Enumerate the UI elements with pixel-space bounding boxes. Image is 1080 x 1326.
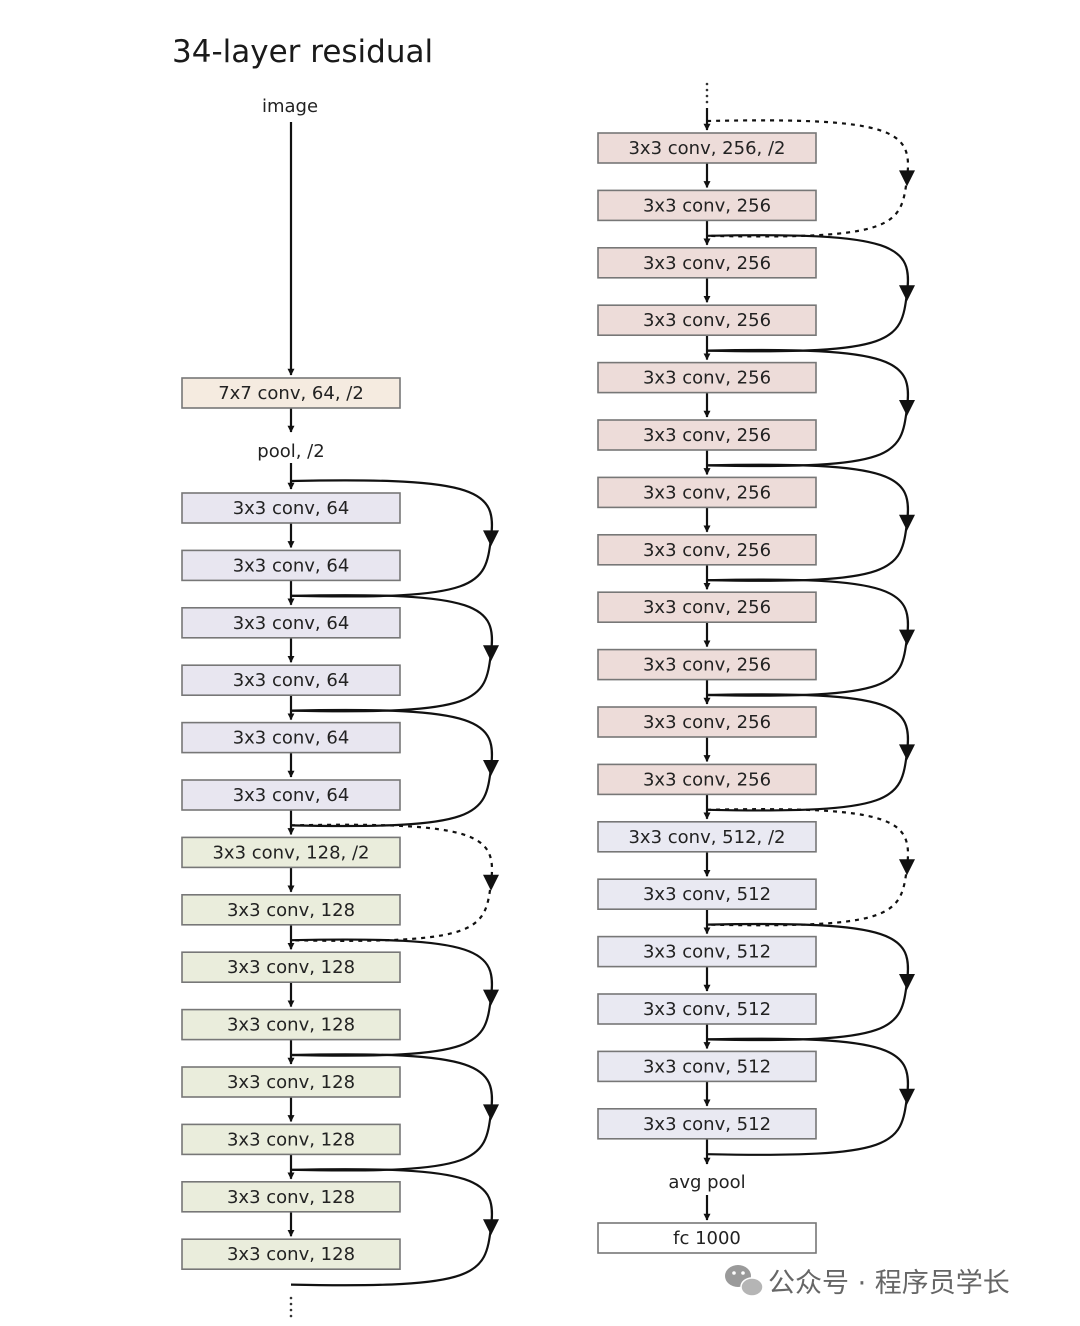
stage3-downsample-conv-box: 3x3 conv, 256, /2 <box>597 132 817 164</box>
stage1-conv-box-label: 3x3 conv, 64 <box>233 555 350 576</box>
stage1-conv-box-label: 3x3 conv, 64 <box>233 613 350 634</box>
stage2-conv-box: 3x3 conv, 128 <box>181 1008 401 1041</box>
stage1-conv-box-label: 3x3 conv, 64 <box>233 728 350 749</box>
shortcut-arrowhead <box>483 530 499 547</box>
stage2-conv-box: 3x3 conv, 128 <box>181 893 401 926</box>
stage3-conv-box: 3x3 conv, 256 <box>597 763 817 796</box>
stage3-downsample-conv-box-label: 3x3 conv, 256, /2 <box>628 138 785 159</box>
stage2-conv-box: 3x3 conv, 128 <box>181 1181 401 1213</box>
stage4-conv-box: 3x3 conv, 512 <box>597 1050 817 1083</box>
stage2-conv-box-label: 3x3 conv, 128 <box>227 900 355 921</box>
wechat-logo-icon <box>725 1265 764 1297</box>
stage1-conv-box: 3x3 conv, 64 <box>181 549 401 582</box>
stage4-downsample-conv-box: 3x3 conv, 512, /2 <box>597 820 817 853</box>
shortcut-arrowhead <box>899 859 915 876</box>
stage4-conv-box-label: 3x3 conv, 512 <box>643 942 771 963</box>
shortcut-arrowhead <box>483 760 499 776</box>
stage4-conv-box: 3x3 conv, 512 <box>597 935 817 968</box>
stage4-downsample-conv-box-label: 3x3 conv, 512, /2 <box>628 827 785 848</box>
pool-label: pool, /2 <box>257 441 324 462</box>
shortcut-arrowhead <box>899 170 915 187</box>
stage2-downsample-conv-box: 3x3 conv, 128, /2 <box>181 836 401 869</box>
stage2-conv-box-label: 3x3 conv, 128 <box>227 1187 355 1208</box>
stage3-conv-box: 3x3 conv, 256 <box>597 304 817 337</box>
stage4-conv-box-label: 3x3 conv, 512 <box>643 999 771 1020</box>
stage3-conv-box: 3x3 conv, 256 <box>597 361 817 394</box>
stage2-conv-box: 3x3 conv, 128 <box>181 1066 401 1098</box>
left-continuation-dots <box>289 1296 293 1318</box>
stage1-conv-box: 3x3 conv, 64 <box>181 492 401 524</box>
stage3-conv-box-label: 3x3 conv, 256 <box>643 195 771 216</box>
shortcut-arrowhead <box>899 744 915 761</box>
stage2-conv-box-label: 3x3 conv, 128 <box>227 1244 355 1265</box>
shortcut-arrowhead <box>483 874 499 891</box>
stage4-conv-box-label: 3x3 conv, 512 <box>643 1114 771 1135</box>
shortcut-arrowhead <box>899 1088 915 1105</box>
stage1-conv-box-label: 3x3 conv, 64 <box>233 785 350 806</box>
shortcut-arrowhead <box>899 974 915 990</box>
stage4-conv-box: 3x3 conv, 512 <box>597 1108 817 1140</box>
stage1-conv-box-label: 3x3 conv, 64 <box>233 498 350 519</box>
shortcut-arrowhead <box>483 1104 499 1121</box>
stage2-conv-box-label: 3x3 conv, 128 <box>227 1129 355 1150</box>
stage3-conv-box-label: 3x3 conv, 256 <box>643 482 771 503</box>
shortcut-arrowhead <box>899 285 915 302</box>
diagram-title: 34-layer residual <box>172 34 433 70</box>
stage3-conv-box-label: 3x3 conv, 256 <box>643 712 771 733</box>
stage3-conv-box-label: 3x3 conv, 256 <box>643 368 771 389</box>
stage3-conv-box-label: 3x3 conv, 256 <box>643 253 771 274</box>
stage1-conv-box: 3x3 conv, 64 <box>181 606 401 639</box>
watermark-text: 公众号 · 程序员学长 <box>768 1268 1010 1299</box>
stage2-conv-box: 3x3 conv, 128 <box>181 1238 401 1270</box>
shortcut-arrowhead <box>899 514 915 531</box>
stage3-conv-box-label: 3x3 conv, 256 <box>643 769 771 790</box>
stage3-conv-box-label: 3x3 conv, 256 <box>643 540 771 561</box>
stage3-conv-box: 3x3 conv, 256 <box>597 419 817 451</box>
fc-box-label: fc 1000 <box>673 1228 741 1249</box>
shortcut-arrowhead <box>899 629 915 646</box>
stage2-conv-box-label: 3x3 conv, 128 <box>227 1015 355 1036</box>
stage3-conv-box: 3x3 conv, 256 <box>597 648 817 681</box>
stem-conv-box: 7x7 conv, 64, /2 <box>181 377 401 409</box>
stage3-conv-box-label: 3x3 conv, 256 <box>643 655 771 676</box>
fc-box: fc 1000 <box>597 1222 817 1254</box>
avgpool-label: avg pool <box>668 1172 745 1193</box>
right-continuation-dots <box>705 82 709 104</box>
stage3-conv-box-label: 3x3 conv, 256 <box>643 310 771 331</box>
stage4-conv-box: 3x3 conv, 512 <box>597 878 817 911</box>
shortcut-arrowhead <box>483 1219 499 1236</box>
stage3-conv-box: 3x3 conv, 256 <box>597 591 817 624</box>
stage3-conv-box: 3x3 conv, 256 <box>597 476 817 509</box>
connections-layer <box>287 82 915 1318</box>
stage4-conv-box-label: 3x3 conv, 512 <box>643 884 771 905</box>
stage2-conv-box-label: 3x3 conv, 128 <box>227 957 355 978</box>
stage3-conv-box-label: 3x3 conv, 256 <box>643 425 771 446</box>
stage4-conv-box-label: 3x3 conv, 512 <box>643 1056 771 1077</box>
stage3-conv-box: 3x3 conv, 256 <box>597 247 817 279</box>
stage3-conv-box-label: 3x3 conv, 256 <box>643 597 771 618</box>
nodes-layer: 7x7 conv, 64, /2 pool, /2 3x3 conv, 64 3x3 … <box>181 132 817 1270</box>
stage1-conv-box-label: 3x3 conv, 64 <box>233 670 350 691</box>
shortcut-arrowhead <box>483 645 499 662</box>
stage1-conv-box: 3x3 conv, 64 <box>181 664 401 697</box>
stage4-conv-box: 3x3 conv, 512 <box>597 993 817 1025</box>
shortcut-arrowhead <box>483 989 499 1006</box>
stage1-conv-box: 3x3 conv, 64 <box>181 779 401 811</box>
stage2-downsample-conv-box-label: 3x3 conv, 128, /2 <box>212 842 369 863</box>
stem-conv-box-label: 7x7 conv, 64, /2 <box>218 383 364 404</box>
stage3-conv-box: 3x3 conv, 256 <box>597 706 817 738</box>
stage2-conv-box: 3x3 conv, 128 <box>181 1123 401 1156</box>
stage1-conv-box: 3x3 conv, 64 <box>181 721 401 754</box>
input-label: image <box>262 96 318 117</box>
stage2-conv-box: 3x3 conv, 128 <box>181 951 401 984</box>
stage3-conv-box: 3x3 conv, 256 <box>597 189 817 222</box>
shortcut-arrowhead <box>899 400 915 416</box>
stage2-conv-box-label: 3x3 conv, 128 <box>227 1072 355 1093</box>
stage3-conv-box: 3x3 conv, 256 <box>597 533 817 566</box>
